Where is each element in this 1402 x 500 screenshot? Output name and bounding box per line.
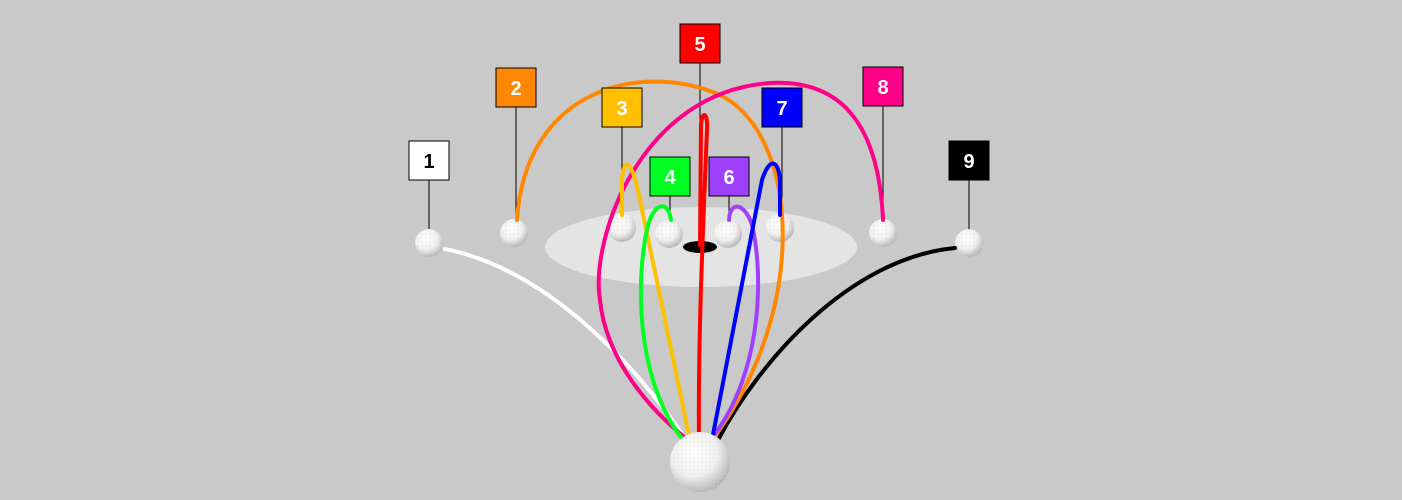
flag-2: 2 [495,67,537,108]
flag-label: 2 [510,78,521,100]
trajectory-4 [638,204,685,442]
flag-6: 6 [708,156,750,197]
landing-ball-7 [766,214,794,242]
landing-ball-8 [869,219,897,247]
trajectory-9 [716,246,957,442]
landing-ball-4 [655,220,683,248]
flag-9: 9 [948,140,990,181]
flag-label: 8 [877,77,888,99]
flag-8: 8 [862,66,904,107]
trajectory-6 [708,204,761,442]
flag-label: 7 [776,98,787,120]
trajectory-7 [710,161,782,442]
flag-label: 1 [423,151,434,173]
flag-3: 3 [601,87,643,128]
trajectory-3 [620,162,692,442]
flag-label: 6 [723,167,734,189]
flag-5: 5 [679,23,721,64]
landing-ball-1 [415,229,443,257]
tee-ball [670,432,730,492]
flag-1: 1 [408,140,450,181]
trajectory-8 [596,80,885,442]
landing-ball-6 [714,220,742,248]
flag-label: 5 [694,34,705,56]
flag-7: 7 [761,87,803,128]
flag-label: 9 [963,151,974,173]
flag-label: 4 [664,167,676,189]
flag-label: 3 [616,98,627,120]
trajectory-5 [696,113,710,442]
landing-ball-3 [608,214,636,242]
flag-4: 4 [649,156,691,197]
landing-ball-2 [500,219,528,247]
landing-ball-9 [955,229,983,257]
